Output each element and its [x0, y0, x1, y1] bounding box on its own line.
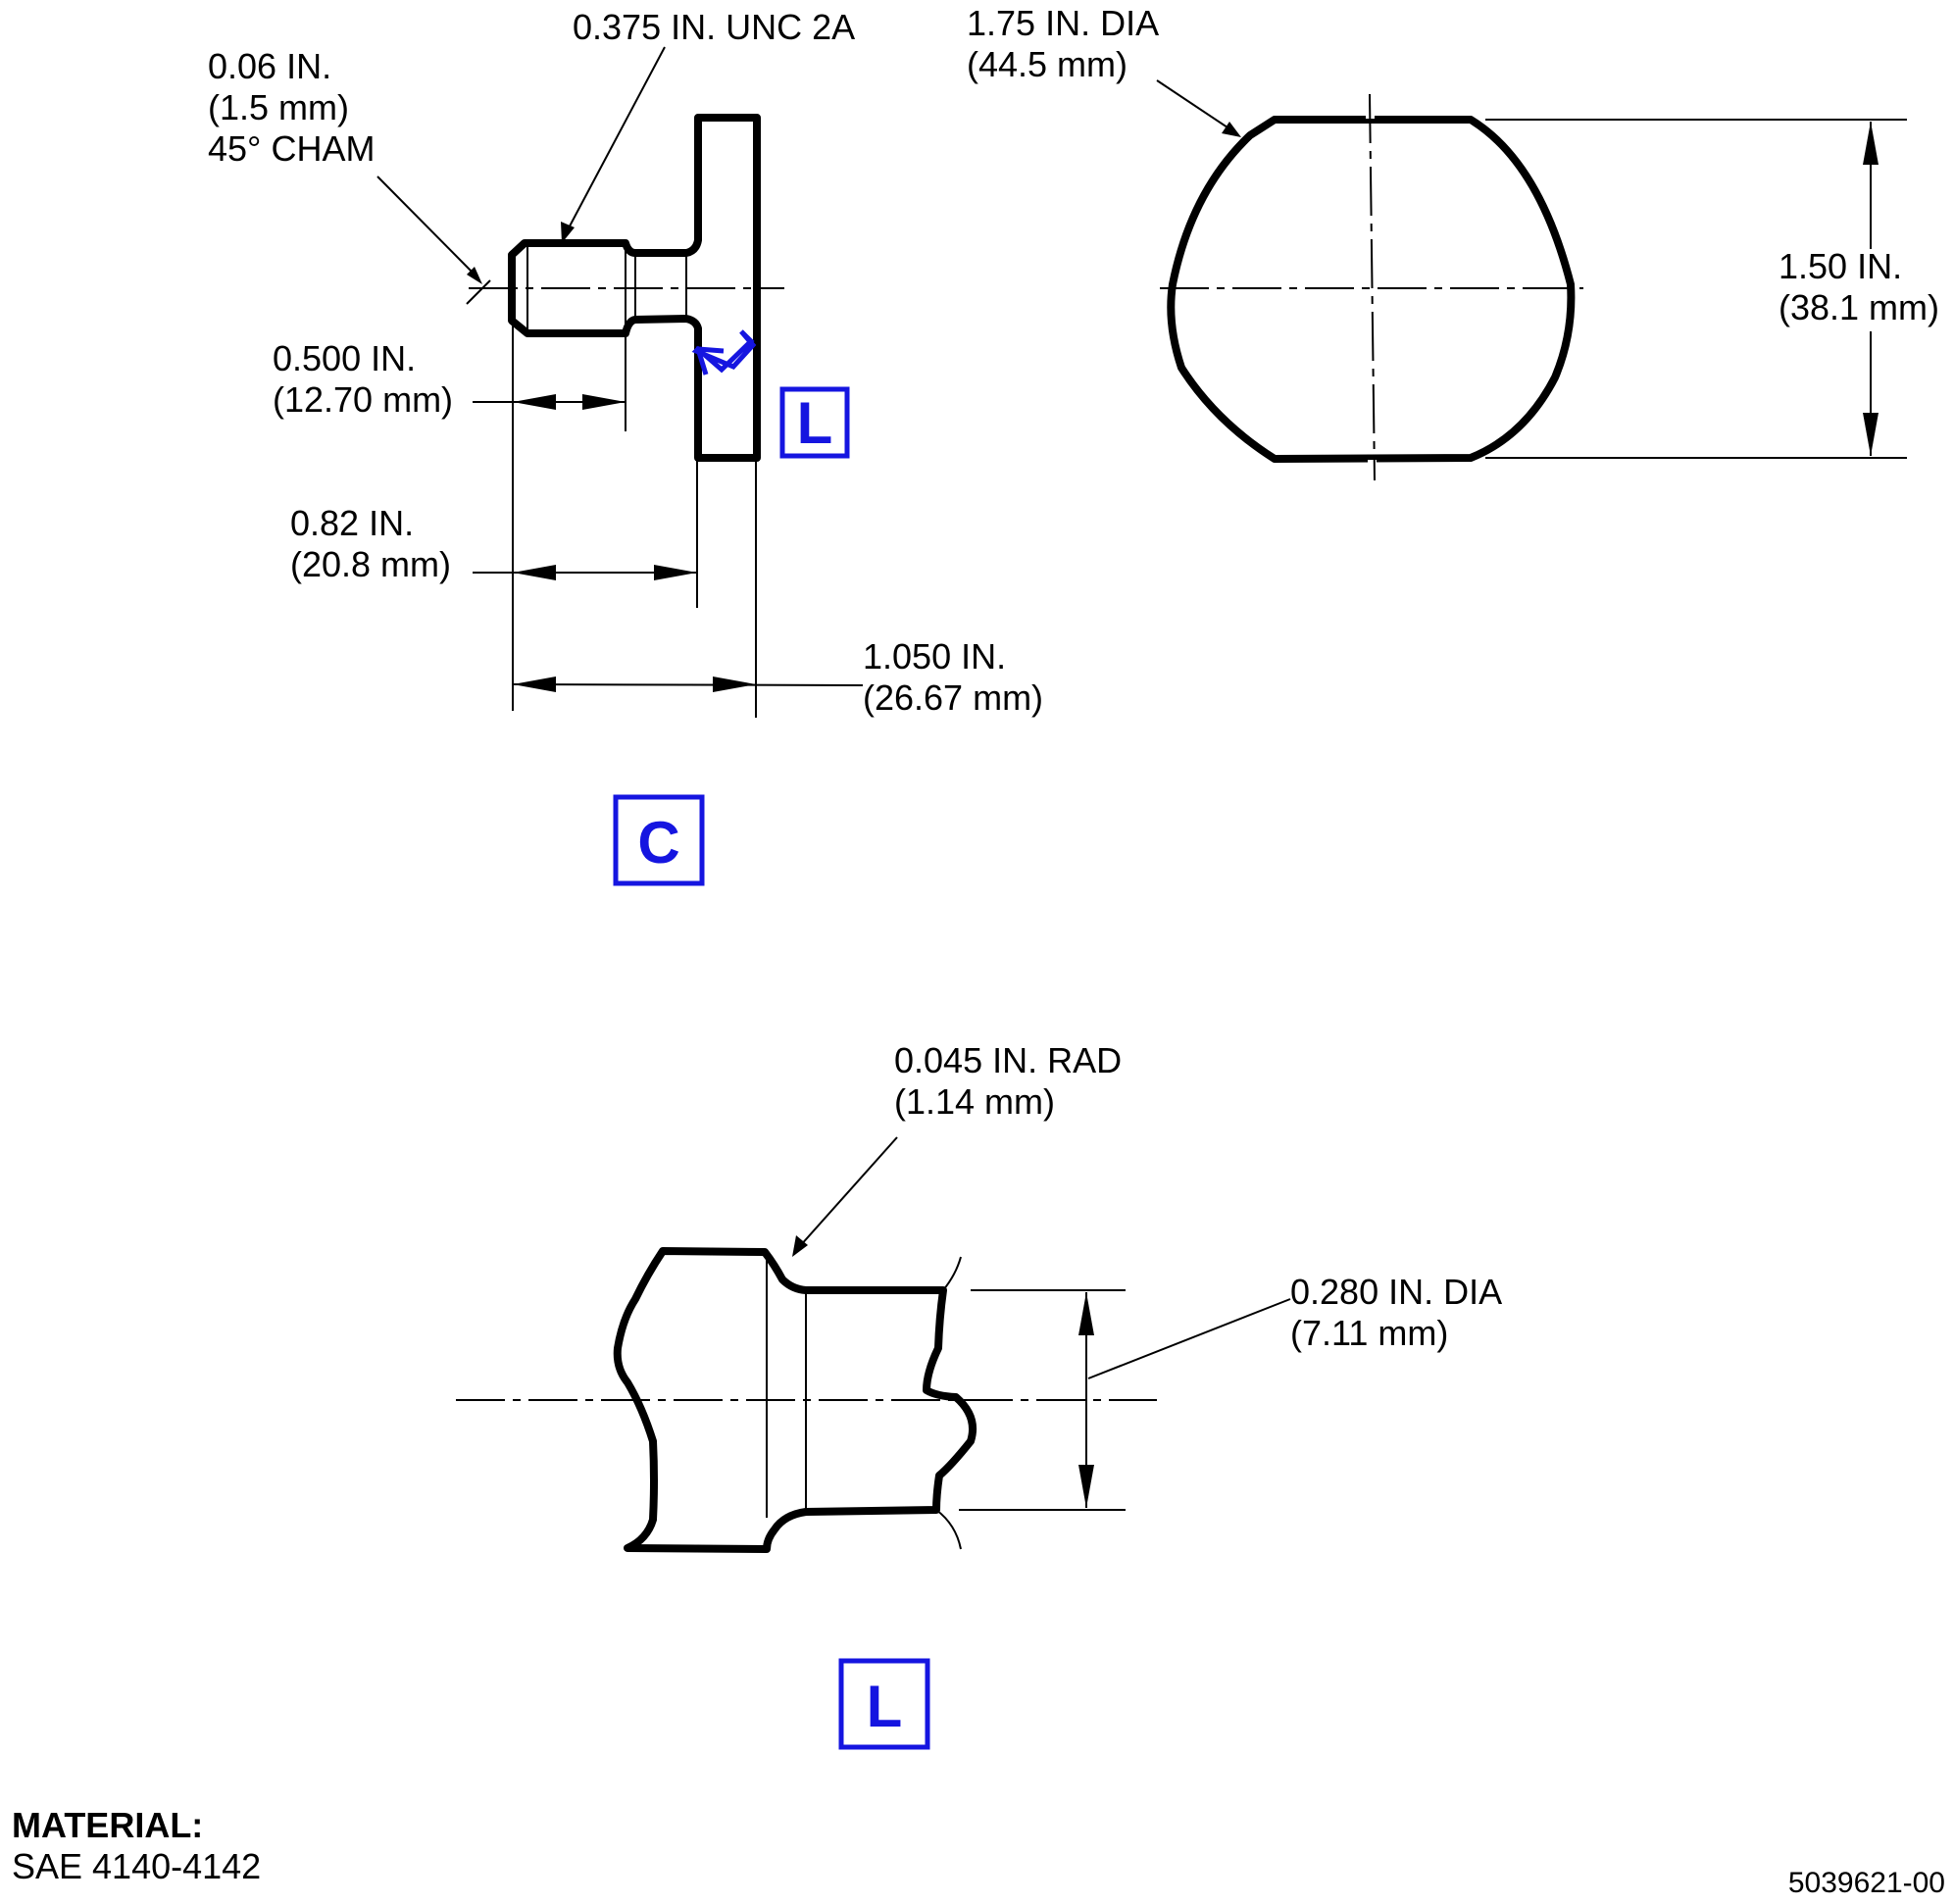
detail-callout-box	[779, 386, 850, 459]
diameter-label-2: (44.5 mm)	[967, 44, 1127, 84]
side-view-outline	[508, 114, 761, 462]
part-number: 5039621-00	[1788, 1867, 1945, 1899]
detail-pointer-arrow-head	[695, 346, 725, 376]
end-view-vertical-centerline	[1369, 93, 1376, 481]
detail-pointer-arrow	[691, 329, 757, 374]
material-spec: SAE 4140-4142	[12, 1846, 261, 1886]
thread-length-arrow-right	[582, 394, 626, 410]
neck-diameter-label-2: (7.11 mm)	[1290, 1313, 1448, 1353]
break-mark-bottom	[935, 1509, 962, 1550]
neck-diameter-leader	[1087, 1298, 1291, 1379]
detail-view: L 0.045 IN. RAD (1.14 mm) 0.280 IN. DIA …	[456, 1040, 1502, 1750]
flat-width-label-2: (38.1 mm)	[1779, 287, 1939, 327]
chamfer-arrowhead	[467, 267, 482, 284]
shoulder-length-arrow-left	[513, 565, 556, 580]
view-label-l: L	[867, 1674, 903, 1739]
view-label-l-box	[838, 1658, 930, 1750]
chamfer-tick	[466, 279, 491, 305]
radius-leader	[798, 1136, 898, 1248]
end-view-outline	[1167, 116, 1576, 463]
view-label-c: C	[637, 810, 679, 876]
radius-label-1: 0.045 IN. RAD	[894, 1040, 1122, 1080]
thread-length-arrow-left	[513, 394, 556, 410]
thread-length-label-1: 0.500 IN.	[273, 338, 416, 378]
flat-width-label-1: 1.50 IN.	[1779, 246, 1902, 286]
neck-diameter-arrow-bottom	[1078, 1465, 1094, 1508]
thread-label: 0.375 IN. UNC 2A	[573, 7, 855, 47]
detail-callout-letter: L	[797, 390, 833, 456]
overall-length-label-2: (26.67 mm)	[863, 677, 1043, 718]
overall-length-label-1: 1.050 IN.	[863, 636, 1006, 676]
side-view: L C 0.06 IN. (1.5 mm) 45° CHAM 0.375 IN.…	[208, 7, 1043, 886]
end-view: 1.75 IN. DIA (44.5 mm) 1.50 IN. (38.1 mm…	[967, 3, 1939, 481]
radius-arrowhead	[792, 1235, 808, 1257]
view-label-c-box	[613, 794, 705, 886]
shoulder-length-label-2: (20.8 mm)	[290, 544, 451, 584]
break-mark-top	[942, 1256, 962, 1291]
overall-length-arrow-right	[713, 676, 756, 692]
diameter-label-1: 1.75 IN. DIA	[967, 3, 1159, 43]
thread-leader	[563, 46, 666, 238]
material-heading: MATERIAL:	[12, 1805, 203, 1845]
chamfer-label-3: 45° CHAM	[208, 128, 375, 169]
chamfer-label-1: 0.06 IN.	[208, 46, 331, 86]
diameter-leader	[1156, 79, 1234, 132]
thread-arrowhead	[561, 222, 575, 243]
shoulder-length-label-1: 0.82 IN.	[290, 503, 414, 543]
footer: MATERIAL: SAE 4140-4142 5039621-00	[12, 1805, 1945, 1899]
radius-label-2: (1.14 mm)	[894, 1081, 1055, 1122]
flat-width-arrow-top	[1863, 122, 1879, 165]
shoulder-length-arrow-right	[654, 565, 697, 580]
overall-length-dim-line	[512, 683, 864, 686]
diameter-arrowhead	[1222, 122, 1241, 137]
thread-length-label-2: (12.70 mm)	[273, 379, 453, 420]
chamfer-leader	[376, 175, 479, 279]
neck-diameter-label-1: 0.280 IN. DIA	[1290, 1272, 1502, 1312]
flat-width-arrow-bottom	[1863, 413, 1879, 456]
neck-diameter-arrow-top	[1078, 1292, 1094, 1335]
overall-length-arrow-left	[513, 676, 556, 692]
chamfer-label-2: (1.5 mm)	[208, 87, 349, 127]
